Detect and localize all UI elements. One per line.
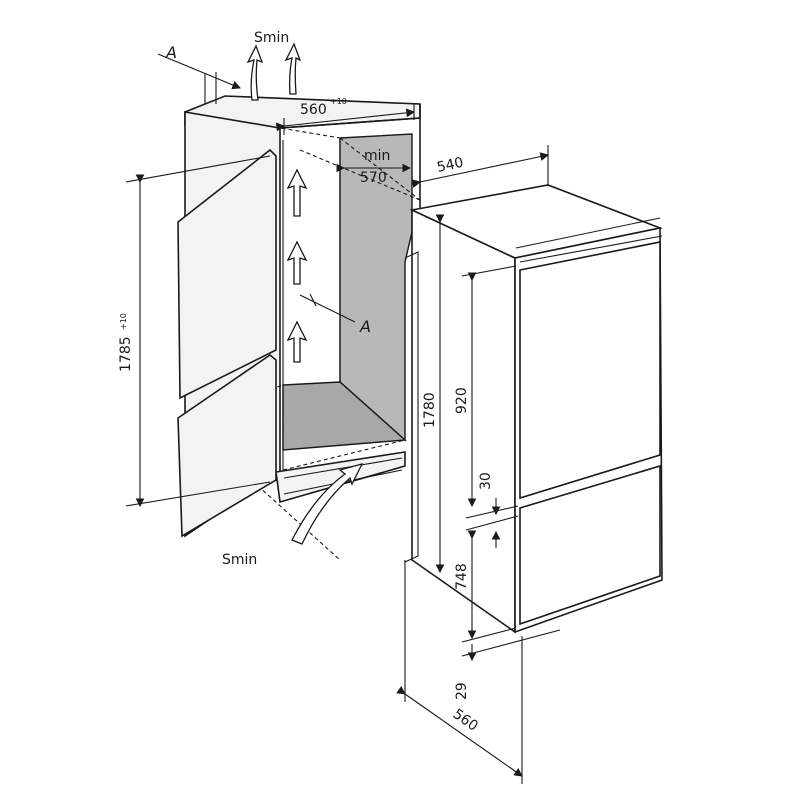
upper-furniture-door (177, 148, 277, 400)
section-a-markers (157, 53, 356, 323)
label-section-a-mid: A (359, 317, 371, 336)
label-niche-height-tolerance: +10 (119, 313, 128, 330)
airflow-arrows (246, 42, 364, 545)
appliance-lower-door (519, 464, 661, 626)
up-arrow-icon (286, 240, 308, 285)
label-niche-width-tolerance: +10 (330, 97, 347, 106)
label-smin-top: Smin (254, 30, 289, 46)
label-door-gap: 30 (478, 472, 494, 490)
label-niche-width: 560 (300, 102, 327, 118)
label-niche-min: min (364, 148, 390, 164)
label-appliance-width: 560 (450, 706, 481, 734)
label-niche-height: 1785 (118, 336, 134, 372)
label-appliance-height: 1780 (422, 392, 438, 428)
appliance-upper-door (519, 241, 661, 500)
up-arrow-icon (286, 168, 308, 217)
label-smin-bottom: Smin (222, 552, 257, 568)
up-arrow-icon (286, 320, 308, 363)
label-section-a-top: A (165, 43, 177, 62)
label-lower-door-height: 748 (454, 563, 470, 590)
fridge-appliance (404, 184, 663, 634)
lower-furniture-door (177, 353, 277, 538)
label-base-gap: 29 (454, 682, 470, 700)
furniture-doors (177, 148, 277, 538)
up-arrow-icon (246, 44, 264, 101)
inflow-arrow-icon (291, 462, 364, 545)
dimension-lines (125, 104, 561, 784)
up-arrow-icon (284, 42, 302, 95)
label-upper-door-height: 920 (454, 387, 470, 414)
label-niche-min-depth: 570 (360, 170, 387, 186)
label-appliance-depth: 540 (436, 155, 465, 176)
